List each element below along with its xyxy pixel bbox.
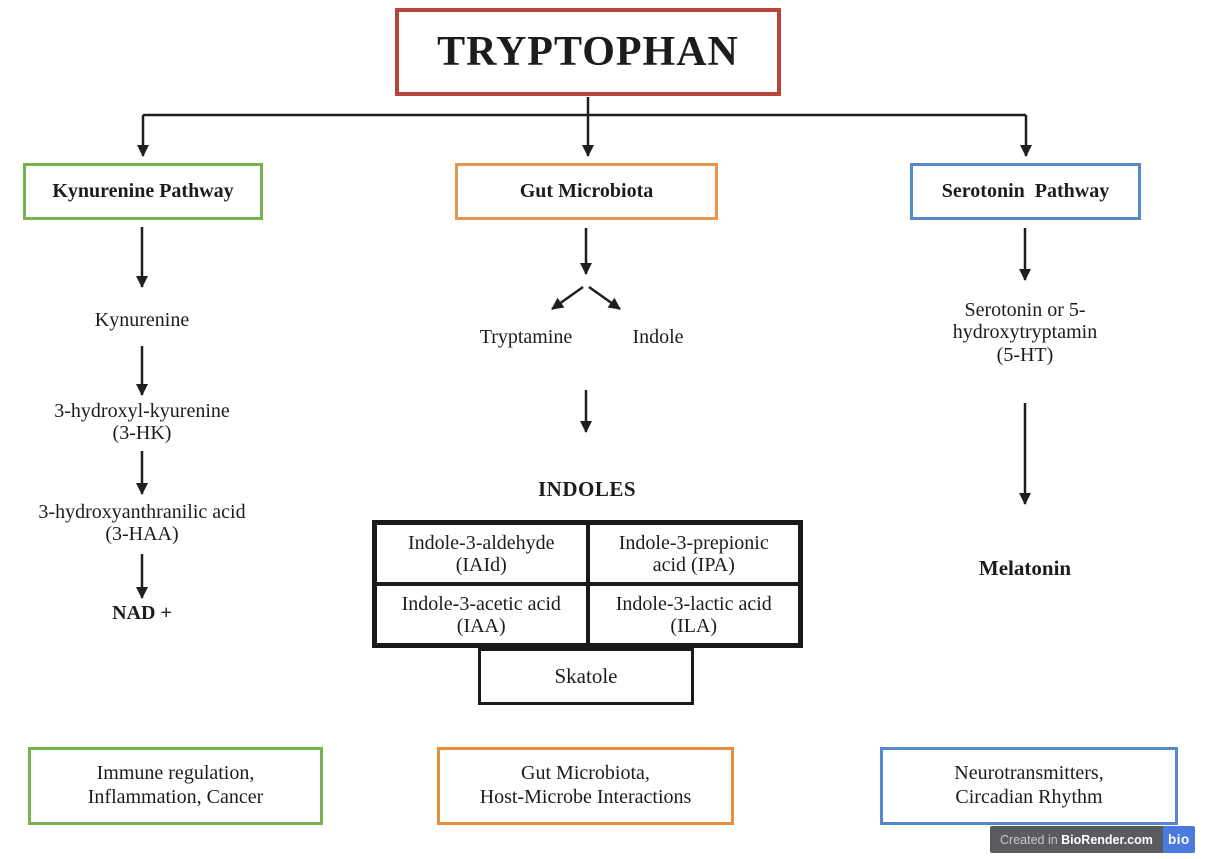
title-box: TRYPTOPHAN	[395, 8, 781, 96]
gut-microbiota-box: Gut Microbiota	[455, 163, 718, 220]
indoles-cell-iaa: Indole-3-acetic acid (IAA)	[375, 584, 588, 645]
watermark-prefix: Created in	[1000, 832, 1062, 847]
gut-microbiota-outcome-box: Gut Microbiota, Host-Microbe Interaction…	[437, 747, 734, 825]
kynurenine-pathway-box: Kynurenine Pathway	[23, 163, 263, 220]
node-melatonin: Melatonin	[978, 556, 1072, 580]
indoles-table: Indole-3-aldehyde (IAId) Indole-3-prepio…	[372, 520, 803, 648]
kynurenine-pathway-label: Kynurenine Pathway	[52, 180, 234, 202]
node-tryptamine: Tryptamine	[479, 326, 573, 348]
indoles-heading: INDOLES	[537, 477, 637, 501]
diagram-title: TRYPTOPHAN	[437, 29, 739, 75]
kynurenine-outcome-box: Immune regulation, Inflammation, Cancer	[28, 747, 323, 825]
arrow-to-indole	[588, 285, 621, 311]
node-3hk: 3-hydroxyl-kyurenine (3-HK)	[54, 400, 230, 445]
serotonin-pathway-box: Serotonin Pathway	[910, 163, 1141, 220]
arrow-to-tryptamine	[551, 285, 584, 311]
gut-microbiota-label: Gut Microbiota	[519, 180, 654, 202]
node-nad: NAD +	[112, 602, 172, 624]
biorender-logo-icon: bio	[1162, 826, 1195, 853]
skatole-box: Skatole	[478, 648, 694, 705]
indoles-cell-ila: Indole-3-lactic acid (ILA)	[587, 584, 800, 645]
node-kynurenine: Kynurenine	[94, 309, 190, 331]
watermark-brand: BioRender.com	[1061, 832, 1153, 847]
indoles-cell-ipa: Indole-3-prepionic acid (IPA)	[587, 523, 800, 584]
node-3haa: 3-hydroxyanthranilic acid (3-HAA)	[38, 501, 246, 546]
indoles-cell-iaid: Indole-3-aldehyde (IAId)	[375, 523, 588, 584]
skatole-label: Skatole	[554, 664, 618, 688]
serotonin-outcome-box: Neurotransmitters, Circadian Rhythm	[880, 747, 1178, 825]
node-serotonin: Serotonin or 5- hydroxytryptamin (5-HT)	[952, 299, 1098, 366]
serotonin-pathway-label: Serotonin Pathway	[941, 180, 1110, 202]
node-indole: Indole	[632, 326, 684, 348]
biorender-watermark: Created in BioRender.com bio	[990, 826, 1195, 853]
watermark-text: Created in BioRender.com	[990, 826, 1163, 853]
